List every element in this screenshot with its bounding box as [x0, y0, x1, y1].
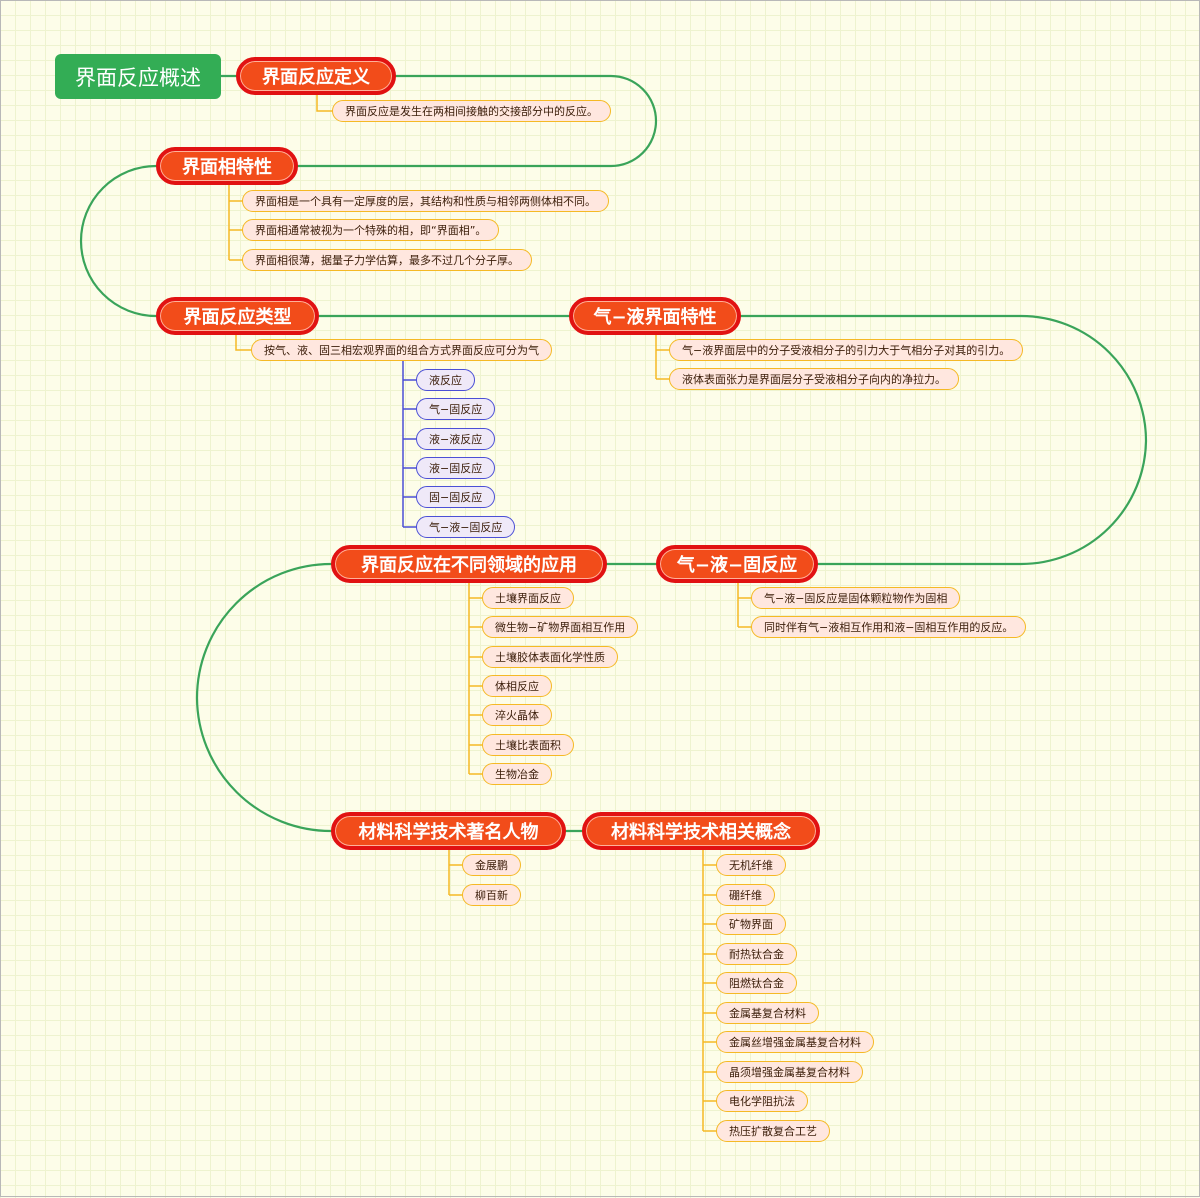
leaf-phase-3[interactable]: 界面相很薄，据量子力学估算，最多不过几个分子厚。	[242, 249, 532, 271]
leaf-people-2[interactable]: 柳百新	[462, 884, 521, 906]
topic-applications[interactable]: 界面反应在不同领域的应用	[331, 545, 607, 583]
leaf-concepts-10[interactable]: 热压扩散复合工艺	[716, 1120, 830, 1142]
main-connector	[195, 562, 333, 833]
leaf-applications-2[interactable]: 微生物−矿物界面相互作用	[482, 616, 639, 638]
subitem-types-3[interactable]: 液−液反应	[416, 428, 496, 450]
leaf-connector	[655, 335, 670, 380]
leaf-concepts-7[interactable]: 金属丝增强金属基复合材料	[716, 1031, 874, 1053]
topic-types[interactable]: 界面反应类型	[156, 297, 319, 335]
subitem-types-5[interactable]: 固−固反应	[416, 486, 496, 508]
topic-gas-liquid[interactable]: 气−液界面特性	[569, 297, 741, 335]
leaf-gas-liquid-2[interactable]: 液体表面张力是界面层分子受液相分子向内的净拉力。	[669, 368, 959, 390]
main-connector	[295, 74, 658, 168]
subitem-types-6[interactable]: 气−液−固反应	[416, 516, 516, 538]
leaf-applications-7[interactable]: 生物冶金	[482, 763, 552, 785]
leaf-connector	[235, 335, 252, 351]
subitem-types-2[interactable]: 气−固反应	[416, 398, 496, 420]
leaf-connector	[316, 95, 333, 112]
topic-concepts[interactable]: 材料科学技术相关概念	[582, 812, 820, 850]
topic-definition[interactable]: 界面反应定义	[236, 57, 396, 95]
leaf-gls-1[interactable]: 气−液−固反应是固体颗粒物作为固相	[751, 587, 961, 609]
leaf-connector	[448, 850, 463, 896]
leaf-definition-1[interactable]: 界面反应是发生在两相间接触的交接部分中的反应。	[332, 100, 611, 122]
topic-phase[interactable]: 界面相特性	[156, 147, 298, 185]
leaf-people-1[interactable]: 金展鹏	[462, 854, 521, 876]
leaf-applications-5[interactable]: 淬火晶体	[482, 704, 552, 726]
sub-connector	[402, 361, 417, 528]
leaf-applications-3[interactable]: 土壤胶体表面化学性质	[482, 646, 618, 668]
leaf-connector	[228, 185, 243, 261]
leaf-concepts-6[interactable]: 金属基复合材料	[716, 1002, 819, 1024]
root-topic[interactable]: 界面反应概述	[55, 54, 221, 99]
leaf-concepts-8[interactable]: 晶须增强金属基复合材料	[716, 1061, 863, 1083]
leaf-concepts-2[interactable]: 硼纤维	[716, 884, 775, 906]
leaf-phase-1[interactable]: 界面相是一个具有一定厚度的层，其结构和性质与相邻两侧体相不同。	[242, 190, 609, 212]
topic-people[interactable]: 材料科学技术著名人物	[331, 812, 566, 850]
leaf-concepts-4[interactable]: 耐热钛合金	[716, 943, 797, 965]
leaf-applications-1[interactable]: 土壤界面反应	[482, 587, 574, 609]
main-connector	[738, 314, 1148, 566]
leaf-concepts-3[interactable]: 矿物界面	[716, 913, 786, 935]
leaf-concepts-1[interactable]: 无机纤维	[716, 854, 786, 876]
leaf-concepts-9[interactable]: 电化学阻抗法	[716, 1090, 808, 1112]
leaf-concepts-5[interactable]: 阻燃钛合金	[716, 972, 797, 994]
topic-gas-liquid-solid[interactable]: 气−液−固反应	[656, 545, 818, 583]
leaf-connector	[737, 583, 752, 628]
leaf-phase-2[interactable]: 界面相通常被视为一个特殊的相，即“界面相”。	[242, 219, 500, 241]
leaf-gas-liquid-1[interactable]: 气−液界面层中的分子受液相分子的引力大于气相分子对其的引力。	[669, 339, 1024, 361]
leaf-applications-4[interactable]: 体相反应	[482, 675, 552, 697]
subitem-types-4[interactable]: 液−固反应	[416, 457, 496, 479]
leaf-connector	[468, 583, 483, 775]
subitem-types-1[interactable]: 液反应	[416, 369, 475, 391]
leaf-connector	[702, 850, 717, 1132]
leaf-gls-2[interactable]: 同时伴有气−液相互作用和液−固相互作用的反应。	[751, 616, 1027, 638]
main-connector	[79, 164, 159, 318]
leaf-types-1[interactable]: 按气、液、固三相宏观界面的组合方式界面反应可分为气	[251, 339, 552, 361]
leaf-applications-6[interactable]: 土壤比表面积	[482, 734, 574, 756]
